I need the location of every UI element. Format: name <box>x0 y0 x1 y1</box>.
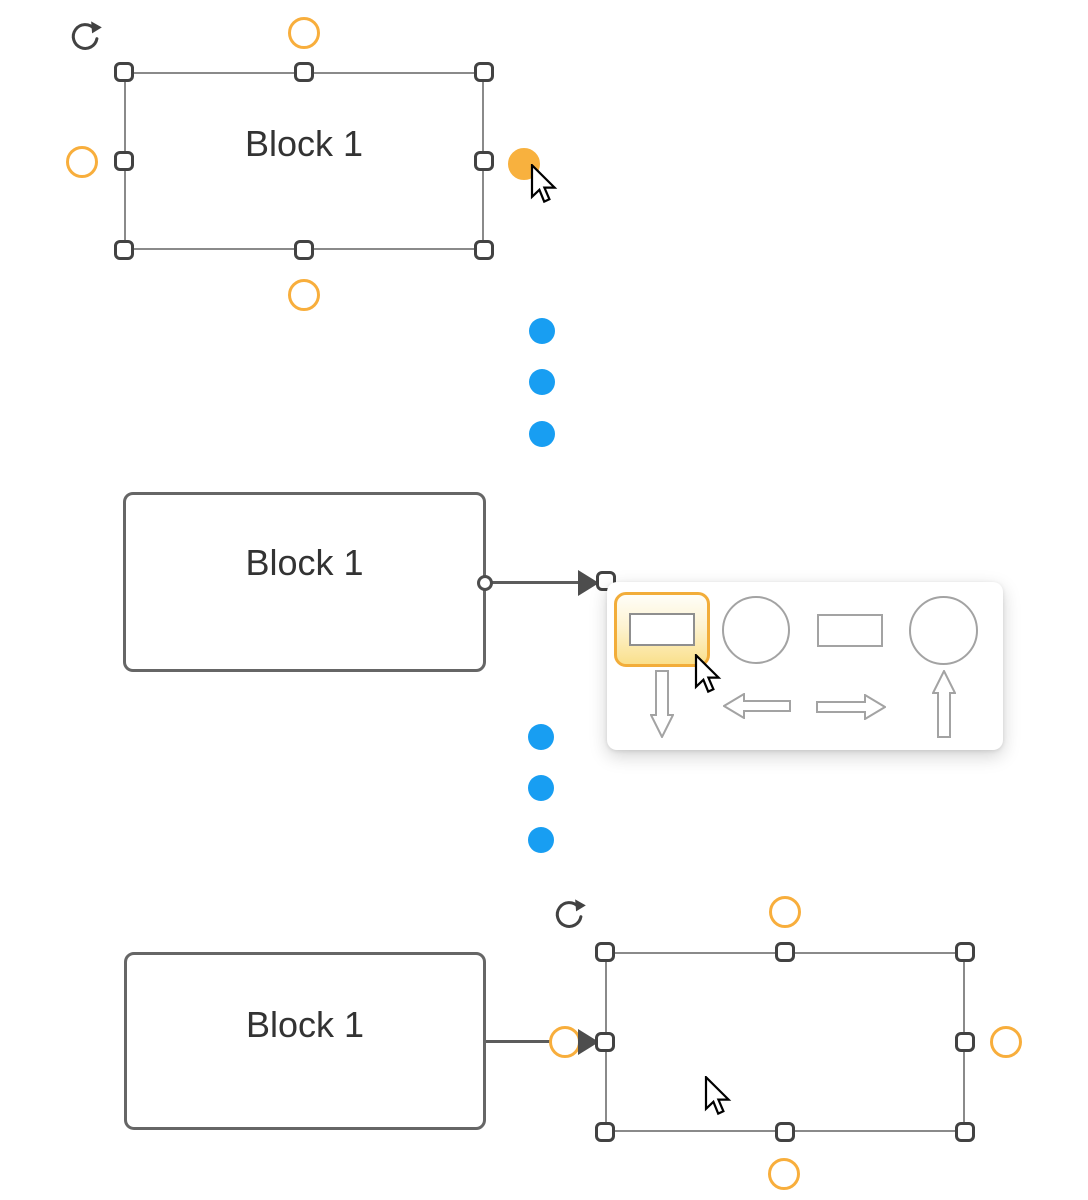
block-shape[interactable]: Block 1 <box>124 952 486 1130</box>
direction-hint-bottom[interactable] <box>768 1158 800 1190</box>
shape-option-circle[interactable] <box>722 596 790 664</box>
resize-handle-nw[interactable] <box>595 942 615 962</box>
resize-handle-e[interactable] <box>955 1032 975 1052</box>
progress-dot <box>528 827 554 853</box>
direction-hint-bottom[interactable] <box>288 279 320 311</box>
resize-handle-w[interactable] <box>114 151 134 171</box>
direction-hint-top[interactable] <box>288 17 320 49</box>
progress-dot <box>528 724 554 750</box>
direction-hint-left[interactable] <box>66 146 98 178</box>
edge-source-point[interactable] <box>477 575 493 591</box>
progress-dot <box>529 369 555 395</box>
resize-handle-n[interactable] <box>775 942 795 962</box>
new-block-shape[interactable] <box>605 952 965 1132</box>
direction-hint-top[interactable] <box>769 896 801 928</box>
block-label: Block 1 <box>245 1004 365 1045</box>
resize-handle-nw[interactable] <box>114 62 134 82</box>
rotate-handle-icon[interactable] <box>552 898 586 932</box>
progress-dot <box>529 421 555 447</box>
connector-edge[interactable] <box>486 1040 550 1043</box>
resize-handle-w[interactable] <box>595 1032 615 1052</box>
shape-option-down-arrow[interactable] <box>650 670 674 738</box>
resize-handle-se[interactable] <box>474 240 494 260</box>
shape-option-circle[interactable] <box>909 596 978 665</box>
shape-option-rectangle-selected[interactable] <box>614 592 710 667</box>
rectangle-preview <box>629 613 695 646</box>
arrowhead-icon <box>578 570 599 596</box>
shape-picker-popup <box>607 582 1003 750</box>
block-shape[interactable]: Block 1 <box>124 72 484 250</box>
direction-hint-right-active[interactable] <box>508 148 540 180</box>
shape-option-up-arrow[interactable] <box>932 670 956 738</box>
resize-handle-ne[interactable] <box>474 62 494 82</box>
resize-handle-sw[interactable] <box>114 240 134 260</box>
shape-option-right-arrow[interactable] <box>816 694 886 720</box>
rotate-handle-icon[interactable] <box>68 20 102 54</box>
arrowhead-icon <box>578 1029 599 1055</box>
resize-handle-e[interactable] <box>474 151 494 171</box>
resize-handle-s[interactable] <box>294 240 314 260</box>
block-label: Block 1 <box>244 123 364 164</box>
block-shape[interactable]: Block 1 <box>123 492 486 672</box>
block-label: Block 1 <box>245 542 364 583</box>
resize-handle-se[interactable] <box>955 1122 975 1142</box>
progress-dot <box>529 318 555 344</box>
resize-handle-ne[interactable] <box>955 942 975 962</box>
direction-hint-right[interactable] <box>990 1026 1022 1058</box>
shape-option-left-arrow[interactable] <box>723 693 791 719</box>
mouse-cursor-icon <box>530 164 558 204</box>
progress-dot <box>528 775 554 801</box>
shape-option-rectangle[interactable] <box>817 614 883 647</box>
edge-source-hint-circle[interactable] <box>549 1026 581 1058</box>
resize-handle-s[interactable] <box>775 1122 795 1142</box>
resize-handle-sw[interactable] <box>595 1122 615 1142</box>
connector-edge[interactable] <box>487 581 579 584</box>
mouse-cursor-icon <box>694 654 722 694</box>
resize-handle-n[interactable] <box>294 62 314 82</box>
mouse-cursor-icon <box>704 1076 732 1116</box>
